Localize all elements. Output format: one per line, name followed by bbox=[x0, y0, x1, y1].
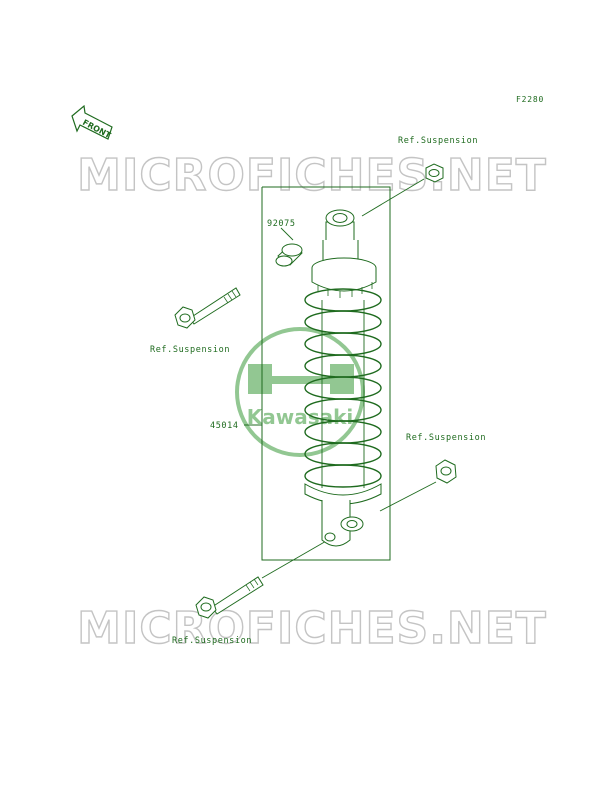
label-ref-suspension-upper-bolt[interactable]: Ref.Suspension bbox=[150, 345, 230, 355]
label-part-45014[interactable]: 45014 bbox=[210, 421, 239, 431]
watermark-bottom: MICROFICHES.NET bbox=[77, 603, 547, 654]
label-ref-suspension-top-nut[interactable]: Ref.Suspension bbox=[398, 136, 478, 146]
label-part-92075[interactable]: 92075 bbox=[267, 219, 296, 229]
front-arrow-icon: FRONT bbox=[71, 104, 113, 140]
watermark-logo-text: Kawasaki bbox=[247, 405, 354, 429]
lower-nut bbox=[435, 459, 457, 484]
top-nut bbox=[425, 163, 444, 183]
shock-absorber-45014 bbox=[304, 209, 382, 547]
label-ref-suspension-lower-bolt[interactable]: Ref.Suspension bbox=[172, 636, 252, 646]
upper-bolt bbox=[174, 287, 241, 329]
watermark-top: MICROFICHES.NET bbox=[77, 150, 547, 201]
spacer-92075 bbox=[275, 243, 303, 267]
figure-code: F2280 bbox=[516, 95, 544, 104]
lower-bolt bbox=[195, 576, 264, 619]
watermark-logo: Kawasaki bbox=[235, 327, 365, 457]
label-ref-suspension-lower-nut[interactable]: Ref.Suspension bbox=[406, 433, 486, 443]
assembly-bracket bbox=[261, 186, 391, 561]
leader-lines bbox=[244, 178, 437, 579]
